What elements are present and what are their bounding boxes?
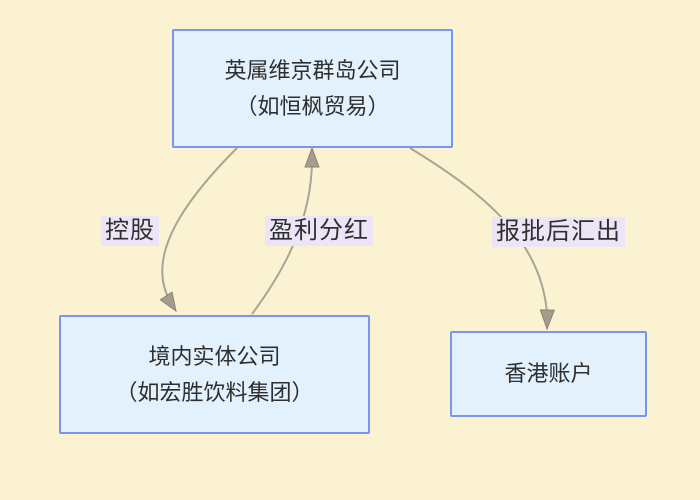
- edge-label-remit: 报批后汇出: [492, 217, 625, 247]
- edge-remit-arrowhead: [539, 309, 556, 331]
- edge-label-dividend: 盈利分红: [265, 216, 373, 246]
- node-bvi-company: 英属维京群岛公司 （如恒枫贸易）: [172, 29, 453, 148]
- node-bvi-subtitle: （如恒枫贸易）: [235, 93, 390, 119]
- node-domestic-company: 境内实体公司 （如宏胜饮料集团）: [59, 315, 370, 434]
- node-domestic-subtitle: （如宏胜饮料集团）: [115, 379, 314, 405]
- node-domestic-title: 境内实体公司: [148, 344, 281, 370]
- node-bvi-title: 英属维京群岛公司: [224, 58, 401, 84]
- edge-holding-path: [161, 147, 238, 300]
- node-hk-title: 香港账户: [504, 361, 593, 387]
- edge-holding-arrowhead: [159, 291, 177, 313]
- node-hk-account: 香港账户: [450, 331, 647, 417]
- edge-dividend-arrowhead: [304, 146, 320, 168]
- edge-label-holding: 控股: [101, 216, 159, 246]
